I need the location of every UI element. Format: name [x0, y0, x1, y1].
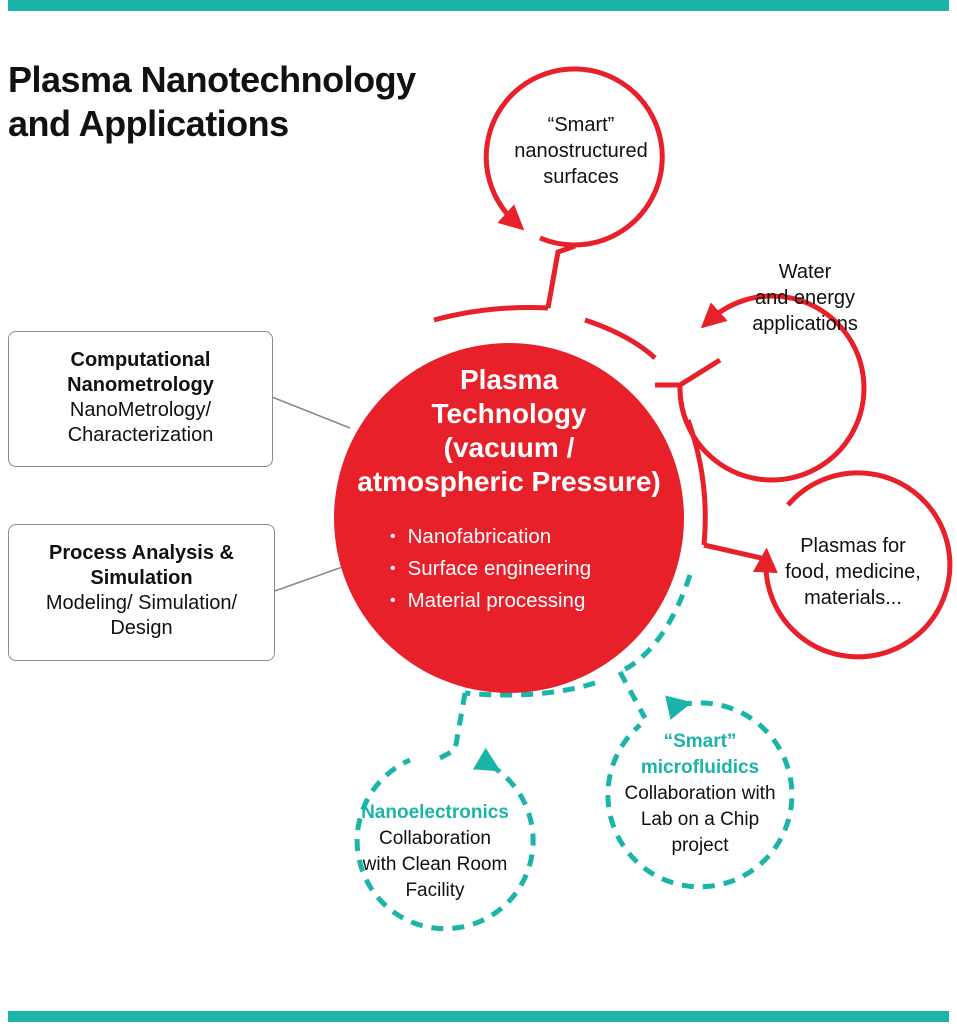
box-computational-nanometrology: Computational Nanometrology NanoMetrolog…: [8, 331, 273, 467]
red-1-line-1: “Smart”: [547, 114, 615, 136]
title-line-1: Plasma Nanotechnology: [8, 59, 416, 100]
center-bullet-item: Nanofabrication: [390, 521, 591, 553]
box-1-line-1: NanoMetrology/: [69, 399, 212, 421]
center-title: Plasma Technology (vacuum / atmospheric …: [334, 363, 684, 499]
red-circle-smart-surfaces: [483, 66, 665, 248]
red-2-line-1: Water: [778, 261, 832, 283]
box-2-line-1: Modeling/ Simulation/: [45, 592, 238, 614]
box-1-bold-line-2: Nanometrology: [67, 374, 214, 396]
center-bullet-item: Material processing: [390, 585, 591, 617]
microfluidics-highlight-1: “Smart”: [663, 731, 737, 752]
text-water-energy: Water and energy applications: [712, 259, 898, 337]
connector-line-computational: [271, 396, 351, 429]
teal-1-line-2: with Clean Room: [362, 854, 508, 875]
teal-connector-nanoelectronics: [438, 692, 468, 761]
bottom-accent-bar: [8, 1011, 949, 1022]
text-plasmas-food: Plasmas for food, medicine, materials...: [760, 533, 946, 611]
box-1-line-2: Characterization: [67, 424, 214, 446]
teal-2-line-2: Lab on a Chip: [640, 809, 760, 830]
center-bullet-item: Surface engineering: [390, 553, 592, 585]
center-bullet-list: Nanofabrication Surface engineering Mate…: [390, 521, 592, 617]
title-line-2: and Applications: [8, 103, 289, 144]
text-smart-microfluidics: “Smart” microfluidics Collaboration with…: [600, 729, 800, 859]
red-1-line-2: nanostructured: [514, 140, 648, 162]
teal-2-line-3: project: [671, 835, 729, 856]
text-nanoelectronics: Nanoelectronics Collaboration with Clean…: [342, 800, 528, 904]
box-1-bold-line-1: Computational: [70, 349, 211, 371]
top-accent-bar: [8, 0, 949, 11]
teal-1-line-3: Facility: [405, 880, 465, 901]
red-circle-water-energy: [677, 293, 867, 483]
red-2-line-3: applications: [752, 313, 858, 335]
teal-arc-bottom: [464, 574, 693, 698]
red-connector-1: [545, 243, 576, 309]
teal-2-line-1: Collaboration with: [624, 783, 776, 804]
box-2-bold-line-1: Process Analysis &: [49, 542, 234, 564]
center-circle: Plasma Technology (vacuum / atmospheric …: [334, 343, 684, 693]
red-3-line-2: food, medicine,: [785, 561, 921, 583]
red-connector-3: [703, 542, 771, 563]
box-process-analysis: Process Analysis & Simulation Modeling/ …: [8, 524, 275, 661]
connector-line-process: [271, 564, 349, 593]
teal-circle-microfluidics: [605, 695, 795, 890]
page-title: Plasma Nanotechnology and Applications: [8, 58, 508, 146]
text-smart-surfaces: “Smart” nanostructured surfaces: [488, 112, 674, 190]
microfluidics-highlight-2: microfluidics: [640, 757, 760, 778]
red-connector-2: [655, 357, 722, 388]
red-3-line-3: materials...: [804, 587, 902, 609]
teal-1-line-1: Collaboration: [379, 828, 491, 849]
red-circle-plasmas-food: [752, 470, 953, 660]
center-title-line-1: Plasma: [459, 364, 559, 395]
center-title-line-3: (vacuum /: [443, 432, 575, 463]
center-title-line-4: atmospheric Pressure): [357, 466, 661, 497]
teal-connector-microfluidics: [617, 670, 648, 720]
red-2-line-2: and energy: [754, 287, 856, 309]
center-title-line-2: Technology: [431, 398, 587, 429]
nanoelectronics-highlight: Nanoelectronics: [361, 802, 509, 823]
box-2-bold-line-2: Simulation: [90, 567, 193, 589]
box-2-line-2: Design: [110, 617, 173, 639]
outer-arc-top-left: [433, 305, 549, 323]
teal-circle-nanoelectronics: [354, 747, 536, 932]
outer-arc-top-right: [584, 317, 657, 360]
red-3-line-1: Plasmas for: [800, 535, 906, 557]
red-1-line-3: surfaces: [543, 166, 619, 188]
